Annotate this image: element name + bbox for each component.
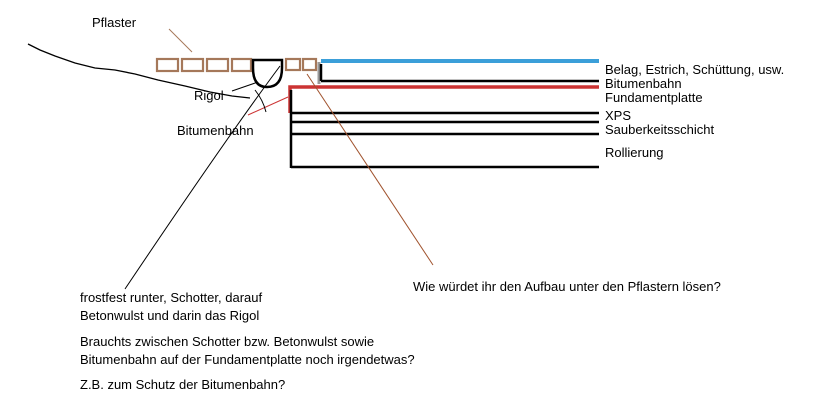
rigol-gutter bbox=[251, 58, 284, 89]
pflaster-stone bbox=[155, 57, 180, 73]
question-leader bbox=[306, 73, 434, 266]
rigol-label: Rigol bbox=[194, 88, 224, 103]
pflaster-stone bbox=[301, 57, 318, 72]
bitumenbahn-right-label: Bitumenbahn bbox=[605, 76, 682, 91]
pflaster-label: Pflaster bbox=[92, 15, 137, 30]
rigol-leader-2 bbox=[254, 89, 267, 113]
pflaster-stones bbox=[155, 57, 318, 73]
rigol-leader-1 bbox=[231, 81, 259, 92]
belag-label: Belag, Estrich, Schüttung, usw. bbox=[605, 62, 784, 77]
belag-layer bbox=[319, 59, 599, 83]
note-line-3: Brauchts zwischen Schotter bzw. Betonwul… bbox=[80, 334, 375, 349]
bitumenbahn-left-label: Bitumenbahn bbox=[177, 123, 254, 138]
xps-label: XPS bbox=[605, 108, 631, 123]
pflaster-stone bbox=[284, 57, 302, 72]
sauberkeitsschicht-label: Sauberkeitsschicht bbox=[605, 122, 714, 137]
pflaster-stone bbox=[205, 57, 230, 73]
ground-line bbox=[27, 43, 251, 99]
bitumenbahn-layer bbox=[288, 85, 599, 113]
rollierung-label: Rollierung bbox=[605, 145, 664, 160]
pflaster-leader bbox=[168, 28, 193, 53]
note-line-2: Betonwulst und darin das Rigol bbox=[80, 308, 260, 323]
note-line-5: Z.B. zum Schutz der Bitumenbahn? bbox=[80, 377, 286, 392]
fundamentplatte-label: Fundamentplatte bbox=[605, 90, 703, 105]
foundation-layers bbox=[289, 90, 599, 169]
question-text: Wie würdet ihr den Aufbau unter den Pfla… bbox=[413, 279, 721, 294]
notes-leader bbox=[124, 65, 281, 290]
pflaster-stone bbox=[230, 57, 253, 73]
bitumenbahn-leader bbox=[247, 96, 289, 116]
note-line-1: frostfest runter, Schotter, darauf bbox=[80, 290, 263, 305]
note-line-4: Bitumenbahn auf der Fundamentplatte noch… bbox=[80, 352, 415, 367]
pflaster-stone bbox=[180, 57, 205, 73]
